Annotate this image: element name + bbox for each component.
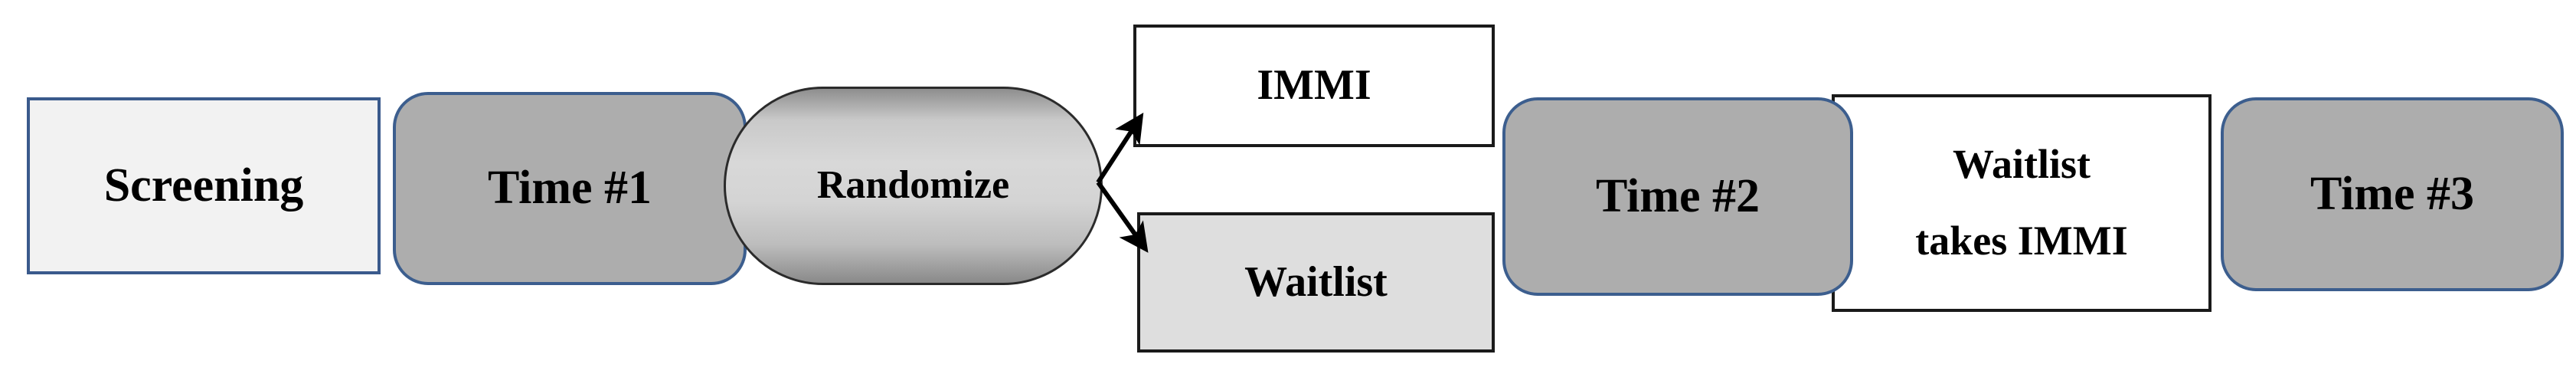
node-immi[interactable]: IMMI (1133, 25, 1495, 147)
node-waitlist[interactable]: Waitlist (1137, 212, 1495, 353)
node-randomize[interactable]: Randomize (724, 87, 1103, 285)
node-time-1-label: Time #1 (487, 162, 652, 215)
node-waitlist-takes-immi-line-2: takes IMMI (1915, 218, 2128, 264)
node-randomize-label: Randomize (816, 163, 1010, 208)
node-waitlist-label: Waitlist (1244, 257, 1388, 306)
node-screening-label: Screening (103, 159, 304, 212)
node-time-1[interactable]: Time #1 (393, 92, 747, 285)
node-time-2-label: Time #2 (1595, 169, 1760, 222)
node-screening[interactable]: Screening (27, 97, 381, 274)
node-time-3-label: Time #3 (2310, 167, 2475, 220)
node-waitlist-takes-immi[interactable]: Waitlist takes IMMI (1832, 94, 2212, 312)
node-time-3[interactable]: Time #3 (2221, 97, 2564, 291)
node-immi-label: IMMI (1257, 61, 1371, 110)
node-waitlist-takes-immi-line-1: Waitlist (1952, 141, 2091, 188)
node-time-2[interactable]: Time #2 (1502, 97, 1853, 296)
